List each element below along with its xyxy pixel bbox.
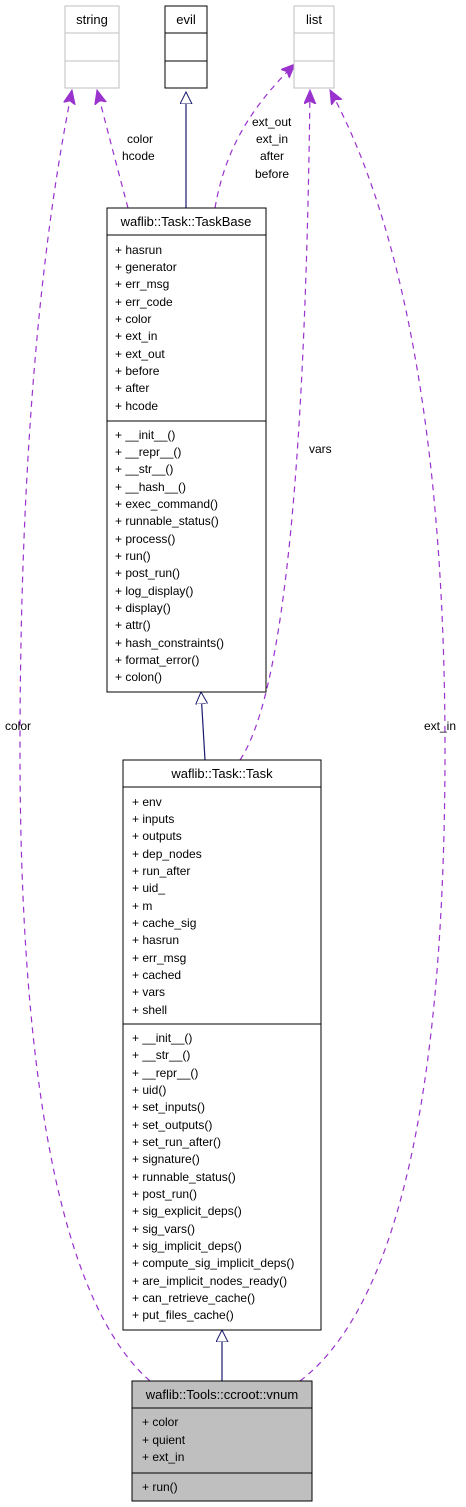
label-list-task: vars [309,442,332,456]
taskbase-method: + format_error() [115,653,199,667]
taskbase-method: + post_run() [115,566,180,580]
taskbase-attributes: + hasrun + generator + err_msg + err_cod… [115,243,177,413]
taskbase-method: + log_display() [115,584,193,598]
task-method: + compute_sig_implicit_deps() [132,1256,294,1270]
task-method: + can_retrieve_cache() [132,1291,255,1305]
label-list-taskbase-3: after [260,149,284,163]
task-method: + are_implicit_nodes_ready() [132,1274,287,1288]
task-method: + set_run_after() [132,1135,221,1149]
edge-taskbase-uses-list [214,64,295,209]
taskbase-method: + __init__() [115,428,175,442]
task-attribute: + inputs [132,812,174,826]
taskbase-attribute: + hcode [115,399,158,413]
task-attribute: + run_after [132,864,190,878]
edge-task-uses-list [239,90,310,761]
edge-vnum-uses-string [19,90,151,1382]
edge-task-inherits-taskbase [201,692,205,761]
task-attribute: + vars [132,985,165,999]
taskbase-method: + __hash__() [115,480,186,494]
vnum-methods: + run() [142,1480,178,1494]
task-method: + signature() [132,1152,200,1166]
task-method: + runnable_status() [132,1170,236,1184]
vnum-method: + run() [142,1480,178,1494]
task-methods: + __init__() + __str__() + __repr__() + … [132,1031,294,1322]
task-attribute: + hasrun [132,933,179,947]
task-method: + set_outputs() [132,1118,212,1132]
task-attributes: + env + inputs + outputs + dep_nodes + r… [132,795,202,1017]
task-method: + __repr__() [132,1066,198,1080]
class-evil-name: evil [176,12,196,27]
label-list-vnum: ext_in [424,719,456,733]
task-method: + sig_implicit_deps() [132,1239,242,1253]
task-method: + uid() [132,1083,166,1097]
class-list[interactable]: list [293,5,335,89]
taskbase-method: + runnable_status() [115,514,219,528]
class-list-name: list [306,12,322,27]
class-task-name: waflib::Task::Task [170,766,273,781]
task-attribute: + env [132,795,162,809]
taskbase-attribute: + err_code [115,295,173,309]
taskbase-attribute: + ext_in [115,329,157,343]
taskbase-method: + __str__() [115,462,173,476]
task-method: + set_inputs() [132,1100,205,1114]
task-attribute: + dep_nodes [132,847,202,861]
class-evil[interactable]: evil [164,5,208,89]
task-attribute: + uid_ [132,881,165,895]
label-string-taskbase-1: color [127,132,153,146]
class-string-name: string [76,12,108,27]
task-attribute: + outputs [132,829,182,843]
vnum-attribute: + quient [142,1433,186,1447]
taskbase-attribute: + before [115,364,160,378]
taskbase-method: + display() [115,601,171,615]
task-attribute: + shell [132,1003,167,1017]
edge-vnum-uses-list [299,90,446,1382]
task-attribute: + cached [132,968,181,982]
task-attribute: + m [132,899,152,913]
vnum-attribute: + color [142,1415,178,1429]
task-method: + __str__() [132,1048,190,1062]
taskbase-methods: + __init__() + __repr__() + __str__() + … [115,428,224,684]
label-list-taskbase-1: ext_out [252,115,292,129]
taskbase-method: + hash_constraints() [115,636,224,650]
taskbase-method: + process() [115,532,175,546]
task-method: + sig_vars() [132,1222,195,1236]
taskbase-attribute: + generator [115,260,177,274]
class-task[interactable]: waflib::Task::Task + env + inputs + outp… [122,759,322,1331]
label-string-taskbase-2: hcode [122,149,155,163]
taskbase-method: + colon() [115,670,162,684]
vnum-attribute: + ext_in [142,1450,184,1464]
class-string[interactable]: string [64,5,120,89]
task-attribute: + err_msg [132,951,186,965]
label-string-vnum: color [5,719,31,733]
class-vnum-name: waflib::Tools::ccroot::vnum [145,1387,298,1402]
taskbase-attribute: + after [115,381,149,395]
taskbase-attribute: + ext_out [115,347,165,361]
task-method: + put_files_cache() [132,1308,234,1322]
taskbase-method: + exec_command() [115,497,218,511]
taskbase-method: + __repr__() [115,445,181,459]
task-method: + post_run() [132,1187,197,1201]
taskbase-attribute: + err_msg [115,277,169,291]
class-vnum[interactable]: waflib::Tools::ccroot::vnum + color + qu… [131,1380,313,1502]
task-method: + __init__() [132,1031,192,1045]
vnum-attributes: + color + quient + ext_in [142,1415,186,1464]
label-list-taskbase-4: before [255,167,289,181]
taskbase-attribute: + color [115,312,151,326]
task-attribute: + cache_sig [132,916,196,930]
class-taskbase-name: waflib::Task::TaskBase [120,214,252,229]
task-method: + sig_explicit_deps() [132,1204,242,1218]
taskbase-method: + run() [115,549,151,563]
label-list-taskbase-2: ext_in [256,132,288,146]
taskbase-attribute: + hasrun [115,243,162,257]
taskbase-method: + attr() [115,618,151,632]
class-taskbase[interactable]: waflib::Task::TaskBase + hasrun + genera… [106,207,267,693]
